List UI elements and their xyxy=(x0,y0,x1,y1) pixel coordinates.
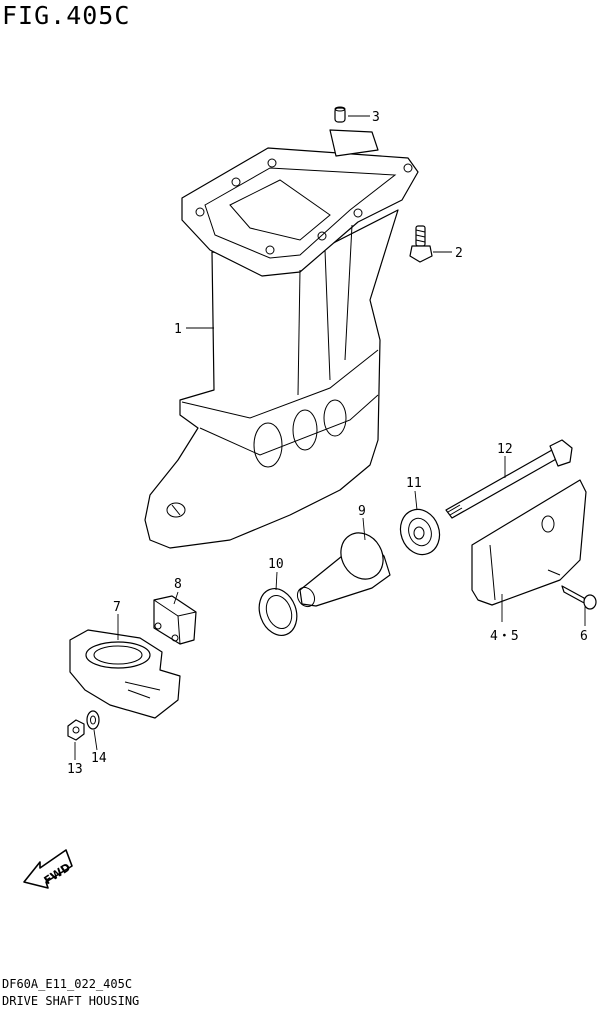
part-4-5-cover-plate[interactable] xyxy=(471,479,587,606)
part-9-sleeve[interactable] xyxy=(294,525,391,609)
part-12-long-bolt[interactable] xyxy=(445,439,573,519)
model-code: DF60A_E11_022_405C xyxy=(2,977,133,991)
part-6-small-bolt[interactable] xyxy=(561,585,597,610)
leader-lines xyxy=(74,115,586,760)
callout-6: 6 xyxy=(580,629,588,644)
callout-7: 7 xyxy=(113,600,121,615)
callout-10: 10 xyxy=(268,557,284,572)
part-2-bolt[interactable] xyxy=(409,225,433,263)
callout-13: 13 xyxy=(67,762,83,777)
callout-3: 3 xyxy=(372,110,380,125)
part-3-dowel-pin[interactable] xyxy=(334,106,346,123)
part-8-mount-block[interactable] xyxy=(153,595,197,645)
part-11-bushing[interactable] xyxy=(394,504,445,560)
part-7-mount-housing[interactable] xyxy=(69,629,181,719)
part-14-washer[interactable] xyxy=(86,710,100,730)
callout-11: 11 xyxy=(406,476,422,491)
figure-footer: DF60A_E11_022_405C DRIVE SHAFT HOUSING xyxy=(2,976,139,1010)
callout-2: 2 xyxy=(455,246,463,261)
callout-1: 1 xyxy=(174,322,182,337)
part-1-drive-shaft-housing[interactable] xyxy=(144,129,419,549)
part-13-nut[interactable] xyxy=(67,719,85,741)
section-name: DRIVE SHAFT HOUSING xyxy=(2,994,140,1008)
callout-12: 12 xyxy=(497,442,513,457)
callout-9: 9 xyxy=(358,504,366,519)
callout-4-5: 4・5 xyxy=(490,629,519,644)
figure-title: FIG.405C xyxy=(2,1,131,30)
fwd-direction-arrow: FWD xyxy=(23,849,73,889)
callout-8: 8 xyxy=(174,577,182,592)
callout-14: 14 xyxy=(91,751,107,766)
part-10-seal-ring[interactable] xyxy=(253,583,303,640)
